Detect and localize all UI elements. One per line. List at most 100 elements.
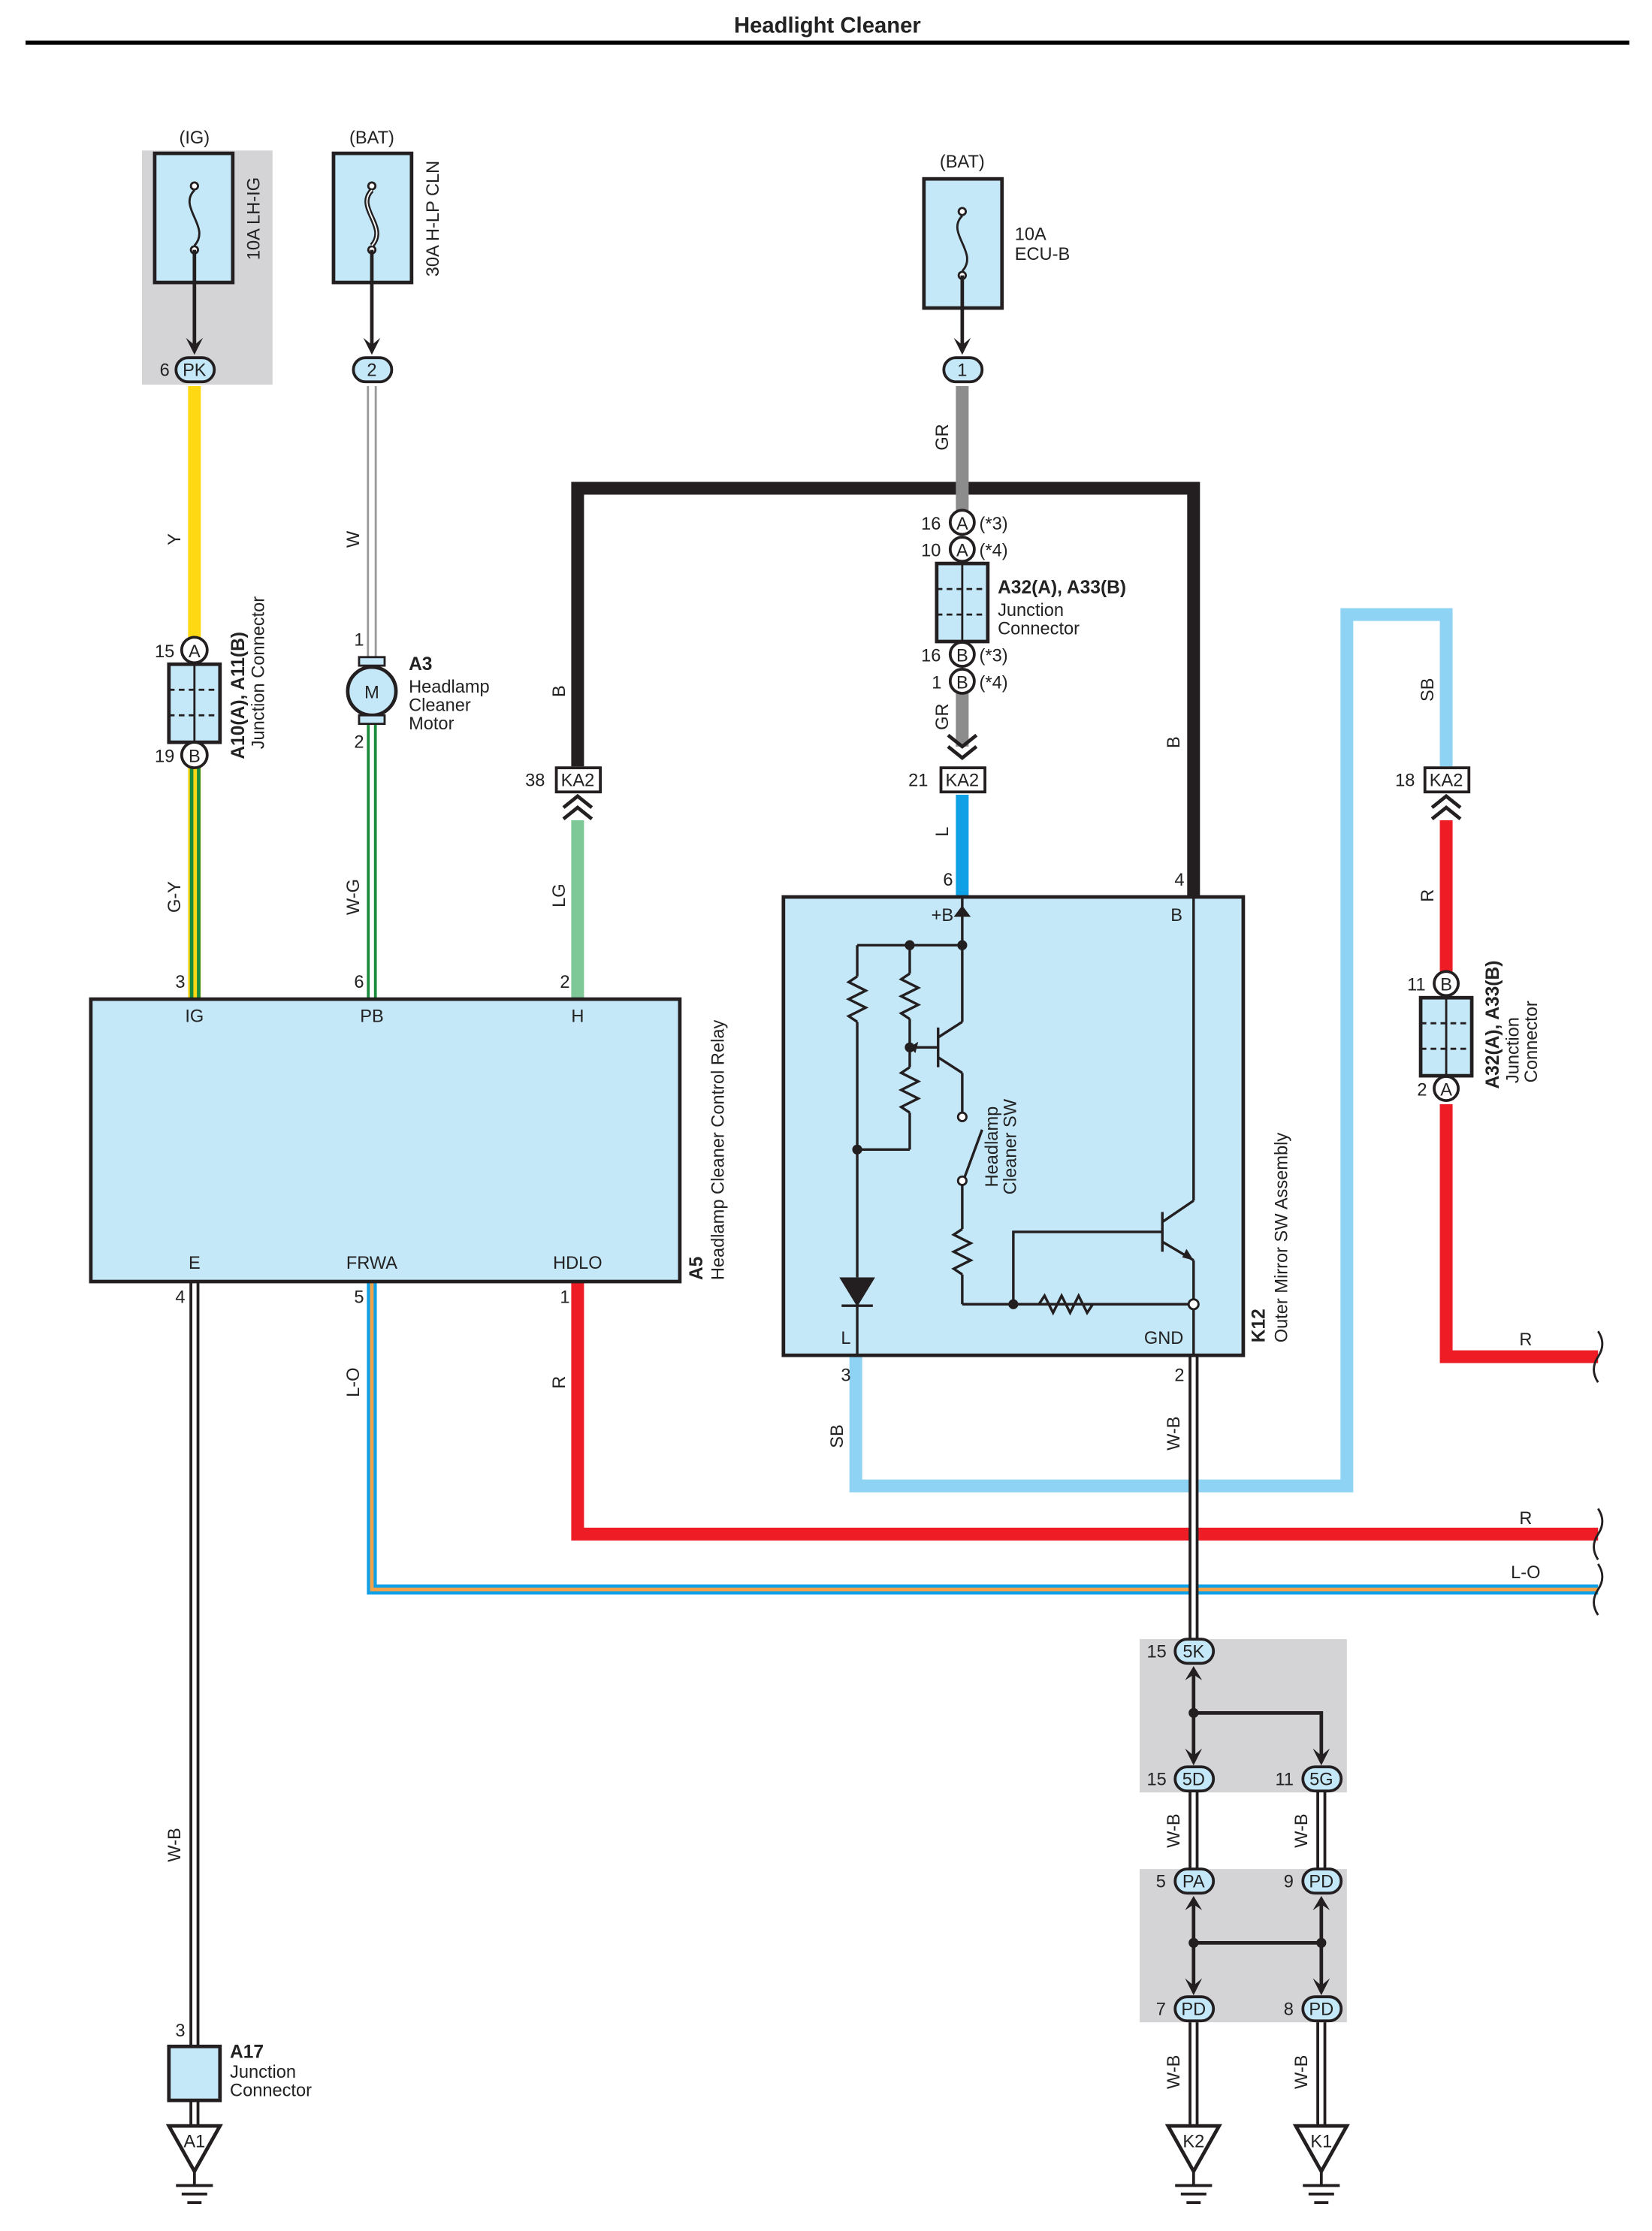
jc-a10-id: A10(A), A11(B)	[228, 632, 249, 759]
splice-5k-label: 5K	[1182, 1643, 1204, 1662]
fuse-lh-ig-connector: PK	[183, 361, 207, 381]
wire-label-w: W	[344, 530, 364, 548]
jc-a32-top-note-a1: (*3)	[980, 515, 1008, 534]
jc-a32-top-note-a2: (*4)	[980, 542, 1008, 561]
jc-a32-right-tag-bottom: A	[1440, 1081, 1452, 1100]
headlamp-cleaner-control-relay: 3 IG 6 PB 2 H E 4 FRWA 5 HDLO 1 A5 Headl…	[89, 973, 728, 1307]
splice-5d-pin: 15	[1147, 1771, 1167, 1790]
wire-label-b-left: B	[550, 685, 569, 697]
relay-pin-ig-num: 3	[175, 973, 185, 992]
jc-a32-top-pin-b1: 16	[921, 646, 941, 666]
mirror-id: K12	[1249, 1309, 1269, 1342]
fuse-hlp-cln-label: 30A H-LP CLN	[424, 161, 443, 276]
splice-5d-label: 5D	[1182, 1771, 1205, 1790]
relay-name: Headlamp Cleaner Control Relay	[708, 1020, 728, 1281]
fuse-lh-ig-label: 10A LH-IG	[245, 177, 264, 260]
mirror-pin-gnd-name: GND	[1144, 1329, 1183, 1348]
jc-a32-top-id: A32(A), A33(B)	[998, 578, 1126, 598]
relay-pin-e-name: E	[189, 1254, 201, 1273]
ka2-gr-label: KA2	[946, 771, 980, 791]
splice-pd-right: PD 8	[1284, 1995, 1343, 2023]
wire-label-wb-e: W-B	[165, 1828, 185, 1861]
jc-a32-top-pin-a1: 16	[921, 515, 941, 534]
fuse-hlp-cln-supply: (BAT)	[349, 128, 394, 148]
jc-a17-name-2: Connector	[230, 2081, 312, 2100]
wire-label-l: L	[933, 827, 953, 837]
jc-a32-right-pin-top: 11	[1407, 976, 1426, 995]
splice-pd-left: PD 7	[1156, 1995, 1216, 2023]
jc-a32-right-tag-top: B	[1440, 976, 1452, 995]
mirror-pin-pb-name: +B	[932, 906, 954, 925]
ground-k1: K1	[1292, 2124, 1350, 2204]
jc-a10-tag-top: A	[189, 642, 201, 662]
fuse-ecu-b-amp: 10A	[1015, 225, 1046, 244]
mirror-switch-label-1: Headlamp	[983, 1106, 1002, 1188]
fuse-ecu-b-name: ECU-B	[1015, 245, 1070, 264]
relay-pin-e-num: 4	[175, 1288, 185, 1307]
wire-label-gy: G-Y	[165, 881, 185, 913]
ka2-sb-label: KA2	[1430, 771, 1463, 791]
mirror-pin-gnd-num: 2	[1174, 1366, 1184, 1385]
mirror-pin-l-num: 3	[841, 1366, 850, 1385]
motor-id: A3	[409, 654, 432, 675]
junction-connector-a17: 3 A17 Junction Connector	[167, 2021, 312, 2103]
mirror-pin-b-num: 4	[1174, 871, 1184, 890]
splice-pd-top-label: PD	[1309, 1873, 1333, 1892]
mirror-name: Outer Mirror SW Assembly	[1272, 1133, 1291, 1343]
wire-break-r-top	[1593, 1330, 1604, 1383]
wire-label-wb-k2: W-B	[1164, 2055, 1184, 2089]
jc-a17-id: A17	[230, 2042, 264, 2062]
splice-5d: 5D 15	[1147, 1765, 1216, 1793]
diagram-title: Headlight Cleaner	[734, 14, 921, 38]
wire-label-gr-mid: GR	[933, 703, 953, 729]
wire-sky-blue	[849, 608, 1453, 1493]
motor-symbol: M	[364, 684, 379, 703]
mirror-pin-l-name: L	[841, 1329, 850, 1348]
fuse-ecu-b-supply: (BAT)	[940, 152, 985, 172]
wire-label-b-right: B	[1164, 736, 1184, 748]
jc-a32-right-name-2: Connector	[1522, 1001, 1542, 1082]
mirror-switch-label-2: Cleaner SW	[1001, 1098, 1021, 1194]
ground-a1: A1	[165, 2124, 223, 2204]
jc-a32-top-tag-a1: A	[956, 515, 968, 534]
wire-break-lo	[1593, 1563, 1604, 1616]
jc-a32-top-tag-b2: B	[956, 673, 968, 693]
wire-label-sb-top: SB	[1418, 678, 1438, 702]
relay-pin-frwa-num: 5	[354, 1288, 364, 1307]
wire-label-gr-top: GR	[933, 424, 953, 450]
fuse-lh-ig-pin: 6	[160, 361, 170, 381]
wire-label-sb-low: SB	[828, 1424, 847, 1448]
motor-pin-top: 1	[354, 631, 364, 651]
splice-5g-label: 5G	[1309, 1771, 1333, 1790]
jc-a32-top-name-1: Junction	[998, 601, 1064, 620]
fuse-hlp-cln: (BAT) 30A H-LP CLN 2	[331, 128, 443, 384]
wire-label-r-hdlo: R	[550, 1376, 569, 1389]
wire-label-wb-5g: W-B	[1292, 1813, 1312, 1847]
jc-a32-right-name-1: Junction	[1503, 1017, 1523, 1083]
junction-connector-a32-top: A 16 (*3) A 10 (*4) B 16 (*3) B 1 (*4) A…	[921, 509, 1126, 695]
jc-a32-top-note-b2: (*4)	[980, 673, 1008, 693]
relay-pin-hdlo-name: HDLO	[553, 1254, 603, 1273]
outer-mirror-sw-assembly: 6 +B 4 B L 3 GND 2 K12 Outer Mirror SW A…	[781, 871, 1291, 1385]
headlamp-cleaner-motor: 1 M 2 A3 Headlamp Cleaner Motor	[346, 631, 490, 753]
wire-red-right-lower	[1439, 1103, 1599, 1363]
fuse-lh-ig: (IG) 10A LH-IG PK 6	[153, 128, 264, 384]
relay-pin-hdlo-num: 1	[560, 1288, 569, 1307]
mirror-output-arrow	[1182, 1248, 1194, 1260]
ka2-lg-label: KA2	[561, 771, 595, 791]
fuse-ecu-b-connector: 1	[957, 361, 967, 381]
motor-name-2: Cleaner	[409, 696, 471, 716]
ground-a1-label: A1	[183, 2132, 205, 2151]
jc-a10-tag-bottom: B	[189, 747, 201, 767]
mirror-arrow-pb	[953, 905, 971, 917]
splice-pd-right-label: PD	[1309, 2000, 1333, 2020]
ka2-connector-gr: KA2 21	[908, 733, 986, 794]
relay-pin-h-num: 2	[560, 973, 569, 992]
jc-a32-right-id: A32(A), A33(B)	[1483, 961, 1503, 1089]
splice-pd-left-pin: 7	[1156, 2000, 1166, 2020]
splice-pd-top-pin: 9	[1284, 1873, 1294, 1892]
ka2-connector-lg: KA2 38	[525, 766, 603, 821]
fuse-ecu-b: (BAT) 10A ECU-B 1	[922, 152, 1070, 384]
wire-label-wg: W-G	[344, 879, 364, 915]
